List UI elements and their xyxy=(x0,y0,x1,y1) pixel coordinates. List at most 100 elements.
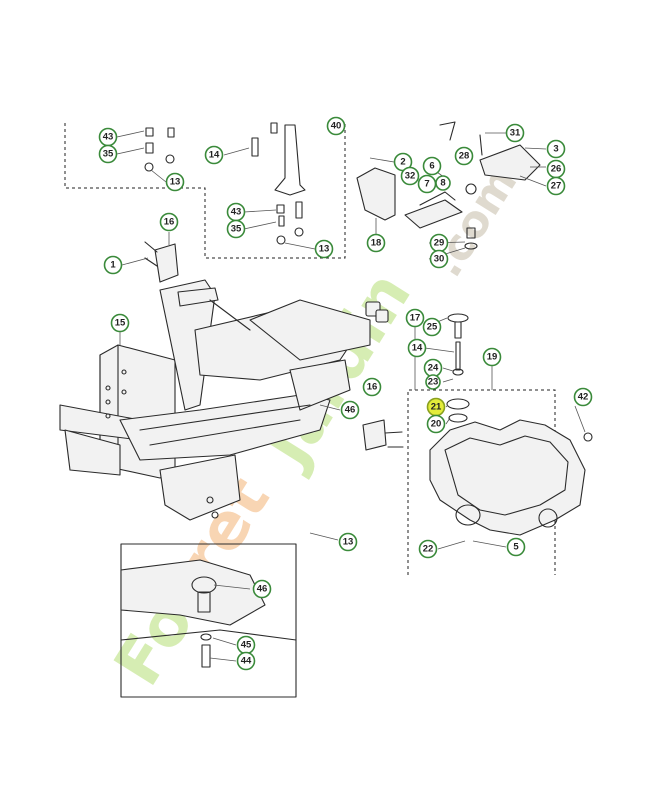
block-17b xyxy=(375,309,389,323)
svg-text:35: 35 xyxy=(103,149,114,160)
svg-text:19: 19 xyxy=(487,352,498,363)
svg-text:16: 16 xyxy=(367,382,378,393)
callout-20[interactable]: 20 xyxy=(426,414,446,434)
svg-text:24: 24 xyxy=(428,363,439,374)
svg-text:26: 26 xyxy=(551,164,562,175)
svg-text:13: 13 xyxy=(170,177,181,188)
callout-23[interactable]: 23 xyxy=(425,374,441,390)
callout-27[interactable]: 27 xyxy=(546,176,566,196)
svg-text:18: 18 xyxy=(371,238,382,249)
svg-text:3: 3 xyxy=(553,144,558,155)
callout-16-b[interactable]: 16 xyxy=(362,377,382,397)
callout-44[interactable]: 44 xyxy=(236,651,256,671)
svg-text:14: 14 xyxy=(209,150,220,161)
callout-19[interactable]: 19 xyxy=(482,347,502,367)
svg-text:8: 8 xyxy=(440,178,445,189)
callout-13-a[interactable]: 13 xyxy=(165,172,185,192)
callout-13-c[interactable]: 13 xyxy=(338,532,358,552)
callout-24[interactable]: 24 xyxy=(423,358,443,378)
callout-15[interactable]: 15 xyxy=(110,313,130,333)
svg-text:25: 25 xyxy=(427,322,438,333)
main-frame xyxy=(59,279,371,521)
plate-8 xyxy=(404,199,463,229)
svg-text:1: 1 xyxy=(110,260,116,271)
callout-43-a[interactable]: 43 xyxy=(98,127,118,147)
svg-text:29: 29 xyxy=(434,238,445,249)
svg-text:16: 16 xyxy=(164,217,175,228)
callout-35-a[interactable]: 35 xyxy=(98,144,118,164)
svg-text:43: 43 xyxy=(103,132,114,143)
inset-box-top-left xyxy=(64,123,346,259)
bolts-46 xyxy=(384,431,404,448)
shield-18 xyxy=(356,167,396,221)
callout-40[interactable]: 40 xyxy=(326,116,346,136)
callout-28[interactable]: 28 xyxy=(454,146,474,166)
svg-text:23: 23 xyxy=(428,377,439,388)
svg-text:17: 17 xyxy=(410,313,421,324)
callout-42[interactable]: 42 xyxy=(573,387,593,407)
callout-31[interactable]: 31 xyxy=(505,123,525,143)
svg-text:5: 5 xyxy=(513,542,519,553)
top-right-bracket xyxy=(419,121,541,250)
svg-text:7: 7 xyxy=(424,179,429,190)
callout-7[interactable]: 7 xyxy=(417,174,437,194)
svg-text:35: 35 xyxy=(231,224,242,235)
bracket-16-top xyxy=(154,243,179,283)
svg-text:13: 13 xyxy=(343,537,354,548)
detail-inset xyxy=(120,543,297,698)
svg-text:22: 22 xyxy=(423,544,434,555)
fasteners-top-inset xyxy=(144,122,306,245)
svg-text:31: 31 xyxy=(510,128,521,139)
svg-text:42: 42 xyxy=(578,392,589,403)
callout-13-b[interactable]: 13 xyxy=(314,239,334,259)
callout-6[interactable]: 6 xyxy=(422,156,442,176)
bolts-1 xyxy=(144,241,158,267)
callout-8[interactable]: 8 xyxy=(435,175,451,191)
bolt-42 xyxy=(583,432,593,442)
callout-46-b[interactable]: 46 xyxy=(252,579,272,599)
svg-text:40: 40 xyxy=(331,121,342,132)
callout-3[interactable]: 3 xyxy=(546,139,566,159)
callout-45[interactable]: 45 xyxy=(236,635,256,655)
callout-30[interactable]: 30 xyxy=(429,249,449,269)
callout-17[interactable]: 17 xyxy=(405,308,425,328)
svg-text:2: 2 xyxy=(400,157,405,168)
callout-18[interactable]: 18 xyxy=(366,233,386,253)
callout-25[interactable]: 25 xyxy=(422,317,442,337)
axle-housing-19 xyxy=(429,419,586,536)
svg-text:44: 44 xyxy=(241,656,252,667)
svg-text:45: 45 xyxy=(241,640,252,651)
axle-end-left xyxy=(455,504,481,526)
svg-text:15: 15 xyxy=(115,318,126,329)
svg-text:6: 6 xyxy=(429,161,434,172)
spindle-stack xyxy=(446,313,470,423)
bracket-16-lower xyxy=(362,419,387,451)
callout-14-a[interactable]: 14 xyxy=(204,145,224,165)
callout-14-b[interactable]: 14 xyxy=(407,338,427,358)
svg-text:20: 20 xyxy=(431,419,442,430)
svg-text:27: 27 xyxy=(551,181,562,192)
svg-text:32: 32 xyxy=(405,171,416,182)
callout-21[interactable]: 21 xyxy=(426,397,446,417)
callout-26[interactable]: 26 xyxy=(546,159,566,179)
callout-1[interactable]: 1 xyxy=(103,255,123,275)
callout-29[interactable]: 29 xyxy=(429,233,449,253)
axle-end-right xyxy=(538,508,558,528)
svg-text:30: 30 xyxy=(434,254,445,265)
callout-43-b[interactable]: 43 xyxy=(226,202,246,222)
svg-text:13: 13 xyxy=(319,244,330,255)
callout-32[interactable]: 32 xyxy=(400,166,420,186)
callout-46-a[interactable]: 46 xyxy=(340,400,360,420)
callout-16-a[interactable]: 16 xyxy=(159,212,179,232)
svg-text:43: 43 xyxy=(231,207,242,218)
svg-text:21: 21 xyxy=(431,402,442,413)
svg-text:14: 14 xyxy=(412,343,423,354)
callouts: 43 35 13 14 40 43 35 13 16 1 2 32 6 7 28… xyxy=(98,116,593,671)
svg-text:28: 28 xyxy=(459,151,470,162)
svg-text:46: 46 xyxy=(257,584,268,595)
callout-35-b[interactable]: 35 xyxy=(226,219,246,239)
callout-22[interactable]: 22 xyxy=(418,539,438,559)
callout-5[interactable]: 5 xyxy=(506,537,526,557)
svg-text:46: 46 xyxy=(345,405,356,416)
